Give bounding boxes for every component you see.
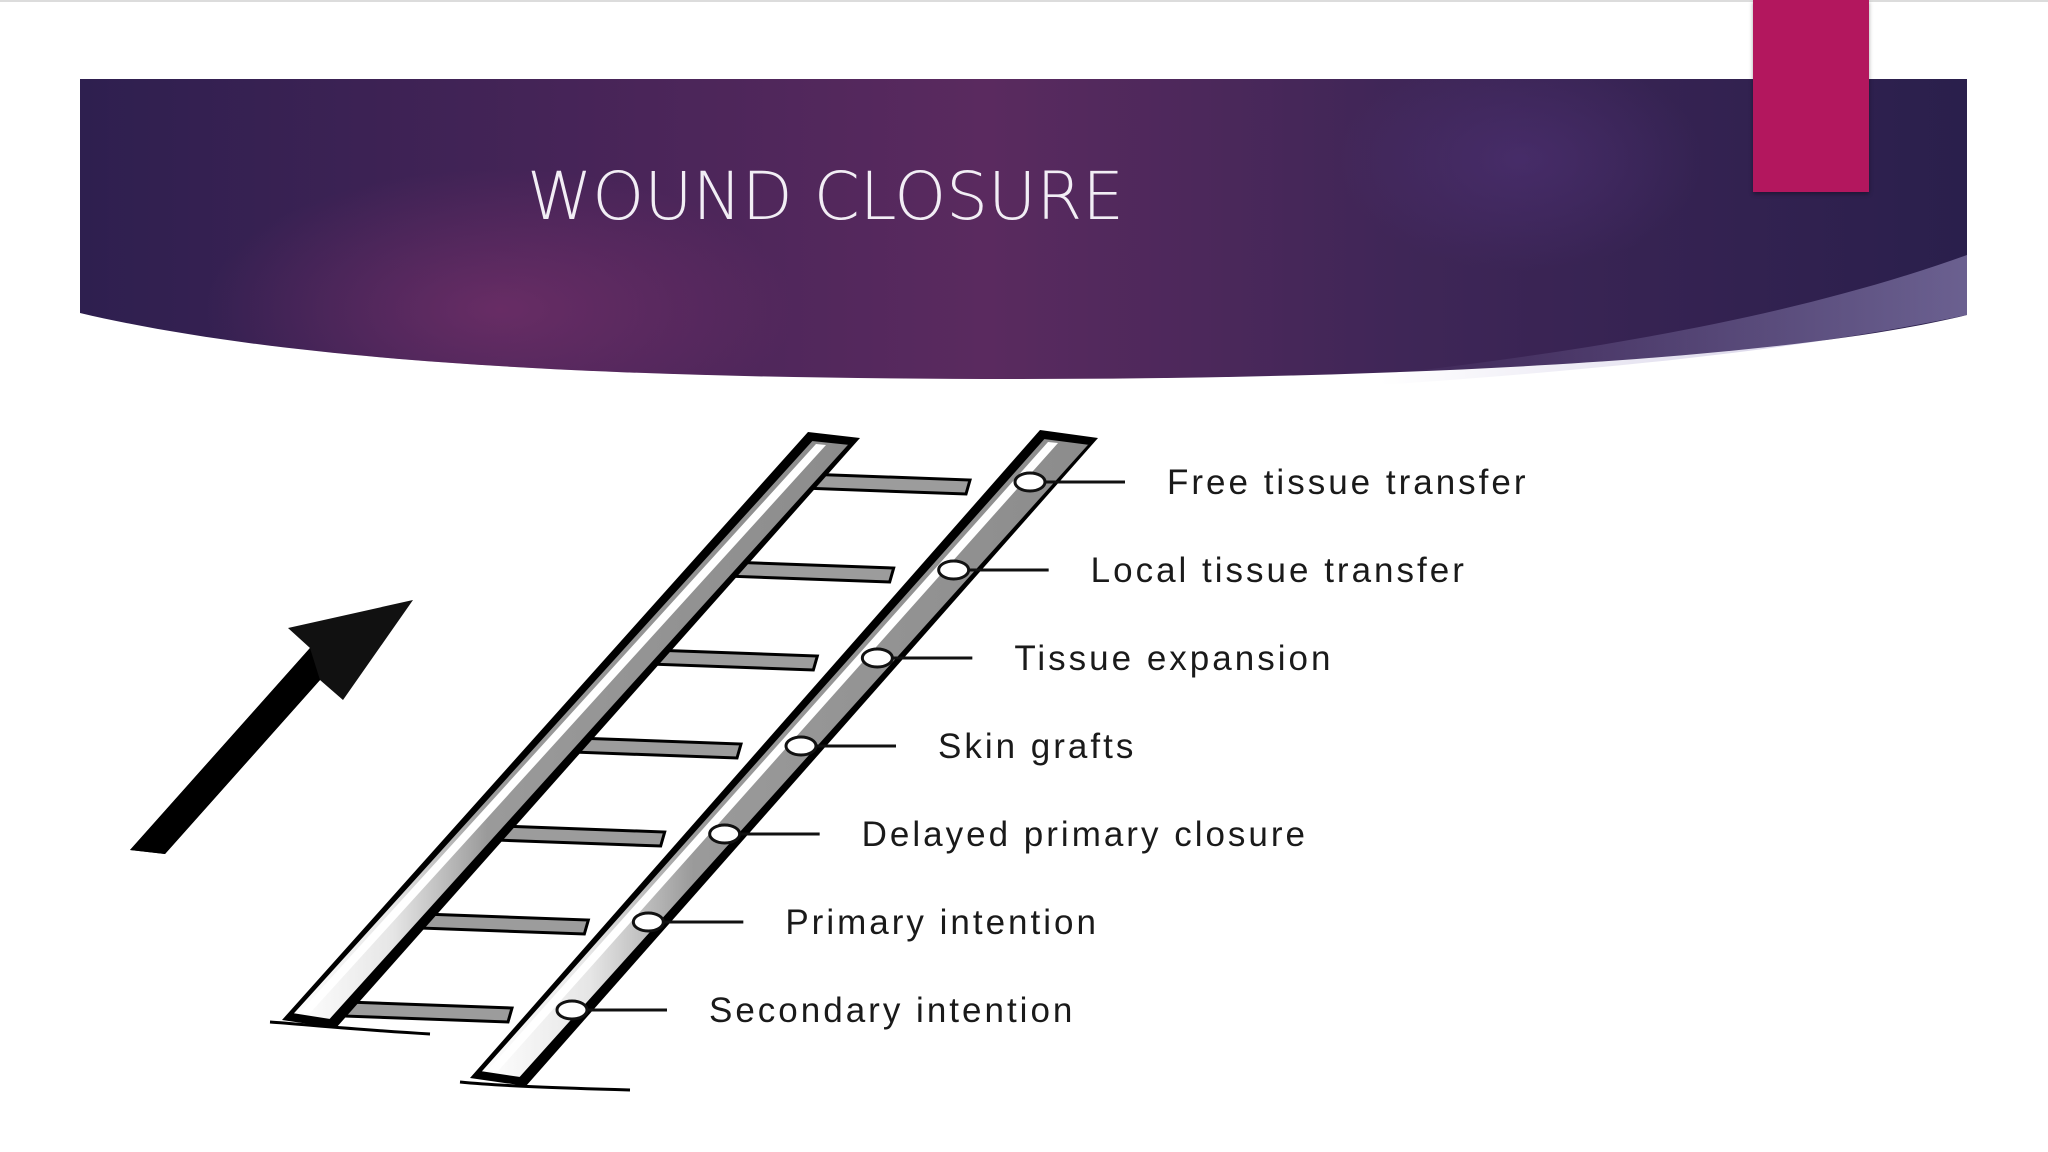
- top-rule: [0, 0, 2048, 2]
- rung-label: Local tissue transfer: [1091, 551, 1467, 590]
- accent-tab: [1753, 0, 1869, 192]
- rung-label: Delayed primary closure: [862, 815, 1308, 854]
- ladder-rung: [799, 472, 972, 496]
- rung-marker-dot: [631, 911, 665, 933]
- title-banner: [80, 79, 1967, 379]
- slide-title: WOUND CLOSURE: [527, 158, 1124, 235]
- rung-marker-dot: [708, 823, 742, 845]
- ladder-rung: [341, 1000, 514, 1024]
- arrow-up-right-icon: [130, 600, 413, 854]
- ladder-right-rail: [459, 430, 1098, 1092]
- ladder-rung: [570, 736, 743, 760]
- rung-label: Primary intention: [785, 903, 1099, 942]
- ladder-rung: [493, 824, 667, 848]
- rung-markers: [555, 471, 1125, 1021]
- rung-marker-dot: [937, 559, 971, 581]
- rung-marker-dot: [555, 999, 589, 1021]
- ladder-rung: [646, 648, 820, 672]
- ladder-rung: [722, 560, 896, 584]
- rung-label: Skin grafts: [938, 727, 1136, 766]
- rung-marker-dot: [784, 735, 818, 757]
- rung-label: Free tissue transfer: [1167, 463, 1529, 502]
- ladder-rung: [417, 912, 591, 936]
- rung-marker-dot: [860, 647, 894, 669]
- ladder-rungs: [341, 472, 972, 1024]
- rung-label: Secondary intention: [709, 991, 1075, 1030]
- ladder-left-rail: [269, 432, 860, 1036]
- rung-marker-dot: [1013, 471, 1047, 493]
- rung-label: Tissue expansion: [1014, 639, 1333, 678]
